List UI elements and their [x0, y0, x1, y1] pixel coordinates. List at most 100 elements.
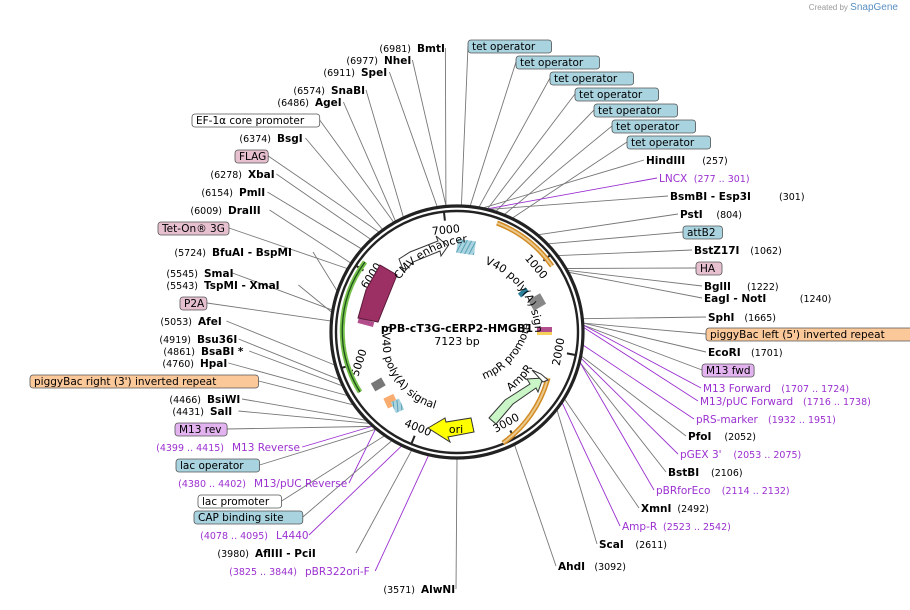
site-coord: (5545): [166, 269, 198, 280]
primer-coord: (1932 .. 1951): [768, 415, 836, 426]
label-box: [682, 225, 723, 240]
label-text: tet operator: [520, 57, 584, 69]
site-name: EcoRI: [708, 347, 741, 359]
label-box: [574, 87, 659, 102]
rtta-arrow: [357, 264, 398, 323]
label-bstz17i: (1062) BstZ17I: [694, 245, 782, 257]
label-attb2: attB2: [682, 225, 723, 240]
label-box: [593, 103, 678, 118]
label-box: [701, 363, 755, 378]
label-box: [515, 55, 600, 70]
label-text: tet operator: [554, 73, 618, 85]
site-coord: (5724): [174, 248, 206, 259]
label-bstbi: (2106)BstBI: [668, 467, 743, 479]
site-coord: (2611): [635, 540, 667, 551]
site-coord: (301): [779, 192, 805, 203]
label-box: [695, 261, 723, 276]
label-eagi-noti: (1240)EagI - NotI: [704, 293, 831, 305]
site-name: ScaI: [599, 539, 624, 551]
tick-mark-2000: [566, 352, 575, 356]
label-ha: HA: [695, 261, 723, 276]
leader-line: [238, 410, 369, 424]
leader-line: [258, 380, 354, 406]
primer-coord: (277 .. 301): [694, 174, 750, 185]
label-box: [626, 135, 711, 150]
leader-line: [566, 267, 697, 269]
label-p2a: P2A: [179, 296, 208, 311]
sv40-promoter-block: [527, 293, 547, 311]
site-name: Bsu36I: [197, 334, 237, 346]
primer-coord: (4078 .. 4095): [200, 531, 268, 542]
leader-line: [487, 93, 576, 210]
label-text: tet operator: [631, 137, 695, 149]
label-alwni: (3571)AlwNI: [383, 584, 455, 596]
site-coord: (2106): [711, 468, 743, 479]
leader-line: [269, 209, 351, 264]
primer-name: M13 Forward: [703, 383, 771, 395]
site-coord: (1062): [750, 246, 782, 257]
site-name: AflIII - PciI: [255, 548, 316, 560]
leader-line: [579, 362, 655, 491]
leader-line: [238, 338, 340, 380]
leader-line: [267, 191, 362, 250]
site-name: DraIII: [228, 205, 261, 217]
primer-name: M13 Reverse: [232, 442, 300, 454]
site-name: HindIII: [646, 155, 685, 167]
label-sphi: (1665)SphI: [708, 312, 776, 324]
label-box: [29, 374, 259, 389]
label-agei: (6486)AgeI: [277, 97, 341, 109]
label-text: tet operator: [579, 89, 643, 101]
leader-line: [583, 322, 707, 353]
label-m13-forward: M13 Forward(1707 .. 1724): [703, 383, 849, 395]
leader-line: [583, 322, 707, 335]
p2a-block: [357, 317, 375, 327]
label-pbr322ori-f: (3825 .. 3844)pBR322ori-F: [229, 566, 370, 578]
label-afliii-pcii: (3980)AflIII - PciI: [217, 548, 315, 560]
leader-line: [568, 269, 703, 287]
label-xbai: (6278)XbaI: [210, 169, 274, 181]
leader-line: [249, 350, 343, 387]
leader-line: [206, 302, 331, 322]
site-name: XbaI: [248, 169, 275, 181]
label-tet-operator: tet operator: [515, 55, 600, 70]
site-coord: (4919): [159, 335, 191, 346]
label-scai: (2611) ScaI: [599, 539, 667, 551]
site-coord: (1240): [800, 294, 832, 305]
site-name: BstZ17I: [694, 245, 739, 257]
leader-line: [319, 119, 394, 223]
primer-coord: (1716 .. 1738): [803, 397, 871, 408]
leader-line: [227, 425, 373, 430]
leader-line: [305, 137, 383, 230]
primer-name: Amp-R: [622, 521, 657, 533]
site-name: HpaI: [200, 358, 227, 370]
site-coord: (4861): [163, 347, 195, 358]
site-name: BglII: [704, 281, 731, 293]
site-coord: (6574): [293, 86, 325, 97]
site-name: AlwNI: [421, 584, 455, 596]
attb2-arc-inner: [496, 222, 553, 267]
label-text: CAP binding site: [198, 512, 284, 524]
leader-line: [514, 445, 557, 567]
primer-coord: (4399 .. 4415): [156, 443, 224, 454]
attb-mini: [517, 287, 529, 298]
site-coord: (1665): [744, 313, 776, 324]
label-pbrforeco: pBRforEco(2114 .. 2132): [656, 485, 790, 497]
label-ecori: (1701)EcoRI: [708, 347, 783, 359]
label-bfuai-bspmi: (5724)BfuAI - BspMI: [174, 247, 291, 259]
label-bsmbi-esp3i: (301)BsmBI - Esp3I: [670, 191, 805, 203]
plasmid-name: pPB-cT3G-cERP2-HMGB1: [381, 322, 533, 335]
label-spei: (6911)SpeI: [323, 67, 387, 79]
label-pfoi: (2052)PfoI: [688, 431, 756, 443]
label-text: attB2: [687, 227, 716, 239]
leader-line: [312, 251, 338, 291]
site-coord: (2492): [677, 504, 709, 515]
label-snabi: (6574)SnaBI: [293, 85, 365, 97]
label-m13-reverse: (4399 .. 4415) M13 Reverse: [156, 442, 300, 454]
leader-line: [232, 272, 333, 311]
label-text: P2A: [184, 298, 205, 310]
label-bsgi: (6374)BsgI: [239, 133, 302, 145]
site-coord: (5543): [166, 281, 198, 292]
label-text: tet operator: [616, 121, 680, 133]
primer-name: pBRforEco: [656, 485, 710, 497]
ori-arrow: [427, 417, 475, 444]
